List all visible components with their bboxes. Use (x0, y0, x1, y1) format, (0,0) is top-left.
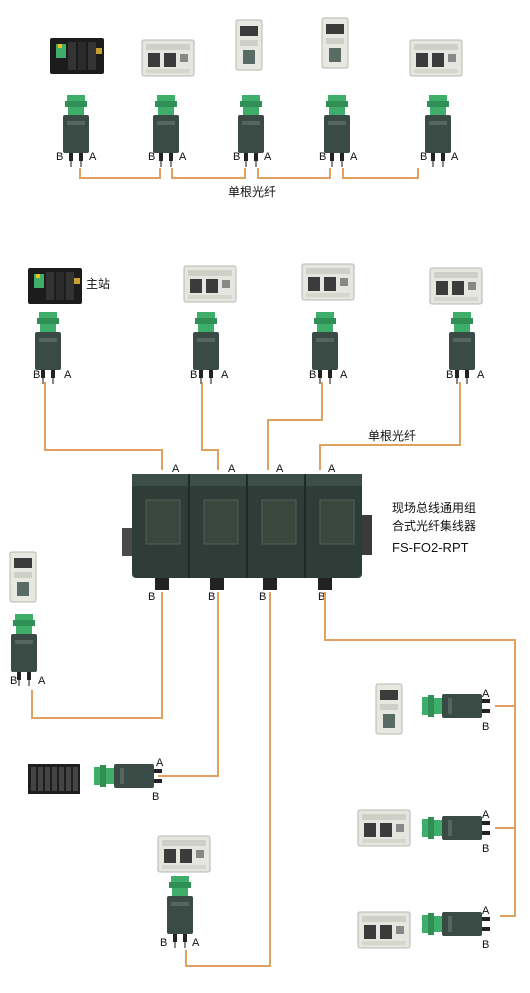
plc-device-mid-3 (301, 263, 355, 301)
single-fiber-label-mid: 单根光纤 (368, 429, 416, 443)
lower-fiber-lines (31, 592, 516, 967)
port-b-rack: B (152, 791, 159, 803)
svg-text:A: A (221, 369, 229, 381)
svg-text:B: B (420, 151, 427, 163)
port-a-right-3: A (482, 905, 490, 917)
hub-label-line2: 合式光纤集线器 (392, 518, 476, 533)
svg-text:B: B (319, 151, 326, 163)
svg-text:B: B (259, 591, 266, 603)
fiber-converter-right-3 (422, 912, 490, 936)
port-a-bottom: A (192, 937, 200, 949)
hub-port-letters: A A A A B B B B (148, 463, 336, 603)
svg-text:A: A (89, 151, 97, 163)
port-b-right-2: B (482, 843, 489, 855)
svg-text:B: B (208, 591, 215, 603)
fiber-converter-rack (94, 764, 162, 788)
svg-text:A: A (451, 151, 459, 163)
svg-text:A: A (276, 463, 284, 475)
plc-device-top-2 (141, 39, 195, 77)
port-a-left: A (38, 675, 46, 687)
svg-text:B: B (148, 151, 155, 163)
fiber-converter-bottom (167, 876, 193, 948)
port-a-right-1: A (482, 688, 490, 700)
svg-text:B: B (190, 369, 197, 381)
fiber-converter-right-2 (422, 816, 490, 840)
svg-text:A: A (350, 151, 358, 163)
mid-fiber-lines (44, 382, 461, 470)
master-plc-top (50, 38, 104, 74)
svg-text:A: A (172, 463, 180, 475)
fiber-converter-top-1 (63, 95, 89, 167)
svg-text:B: B (309, 369, 316, 381)
svg-text:B: B (33, 369, 40, 381)
svg-text:A: A (179, 151, 187, 163)
plc-device-right-2 (357, 809, 411, 847)
fiber-converter-top-2 (153, 95, 179, 167)
plc-device-bottom (157, 835, 211, 873)
svg-text:A: A (64, 369, 72, 381)
rack-device (28, 764, 80, 794)
port-b-bottom: B (160, 937, 167, 949)
port-b-left: B (10, 675, 17, 687)
port-b-right-1: B (482, 721, 489, 733)
svg-text:B: B (148, 591, 155, 603)
svg-text:B: B (56, 151, 63, 163)
svg-text:B: B (318, 591, 325, 603)
svg-text:A: A (228, 463, 236, 475)
plc-device-top-5 (409, 39, 463, 77)
svg-text:A: A (264, 151, 272, 163)
hub-model: FS-FO2-RPT (392, 540, 469, 555)
plc-device-left (9, 551, 37, 603)
plc-device-right-1 (375, 683, 403, 735)
svg-text:B: B (446, 369, 453, 381)
hub-label-line1: 现场总线通用组 (392, 501, 476, 515)
svg-text:A: A (328, 463, 336, 475)
plc-device-right-3 (357, 911, 411, 949)
fiber-hub (122, 474, 372, 590)
plc-device-mid-4 (429, 267, 483, 305)
fiber-converter-top-5 (425, 95, 451, 167)
svg-text:A: A (477, 369, 485, 381)
fiber-converter-top-4 (324, 95, 350, 167)
fiber-converter-right-1 (422, 694, 490, 718)
svg-text:A: A (340, 369, 348, 381)
plc-device-top-4 (321, 17, 349, 69)
svg-text:B: B (233, 151, 240, 163)
port-a-right-2: A (482, 809, 490, 821)
master-plc-mid (28, 268, 82, 304)
port-a-rack: A (156, 757, 164, 769)
fiber-converter-top-3 (238, 95, 264, 167)
port-b-right-3: B (482, 939, 489, 951)
plc-device-top-3 (235, 19, 263, 71)
single-fiber-label-top: 单根光纤 (228, 185, 276, 199)
plc-device-mid-2 (183, 265, 237, 303)
top-fiber-lines (79, 168, 419, 179)
master-label: 主站 (86, 277, 110, 291)
